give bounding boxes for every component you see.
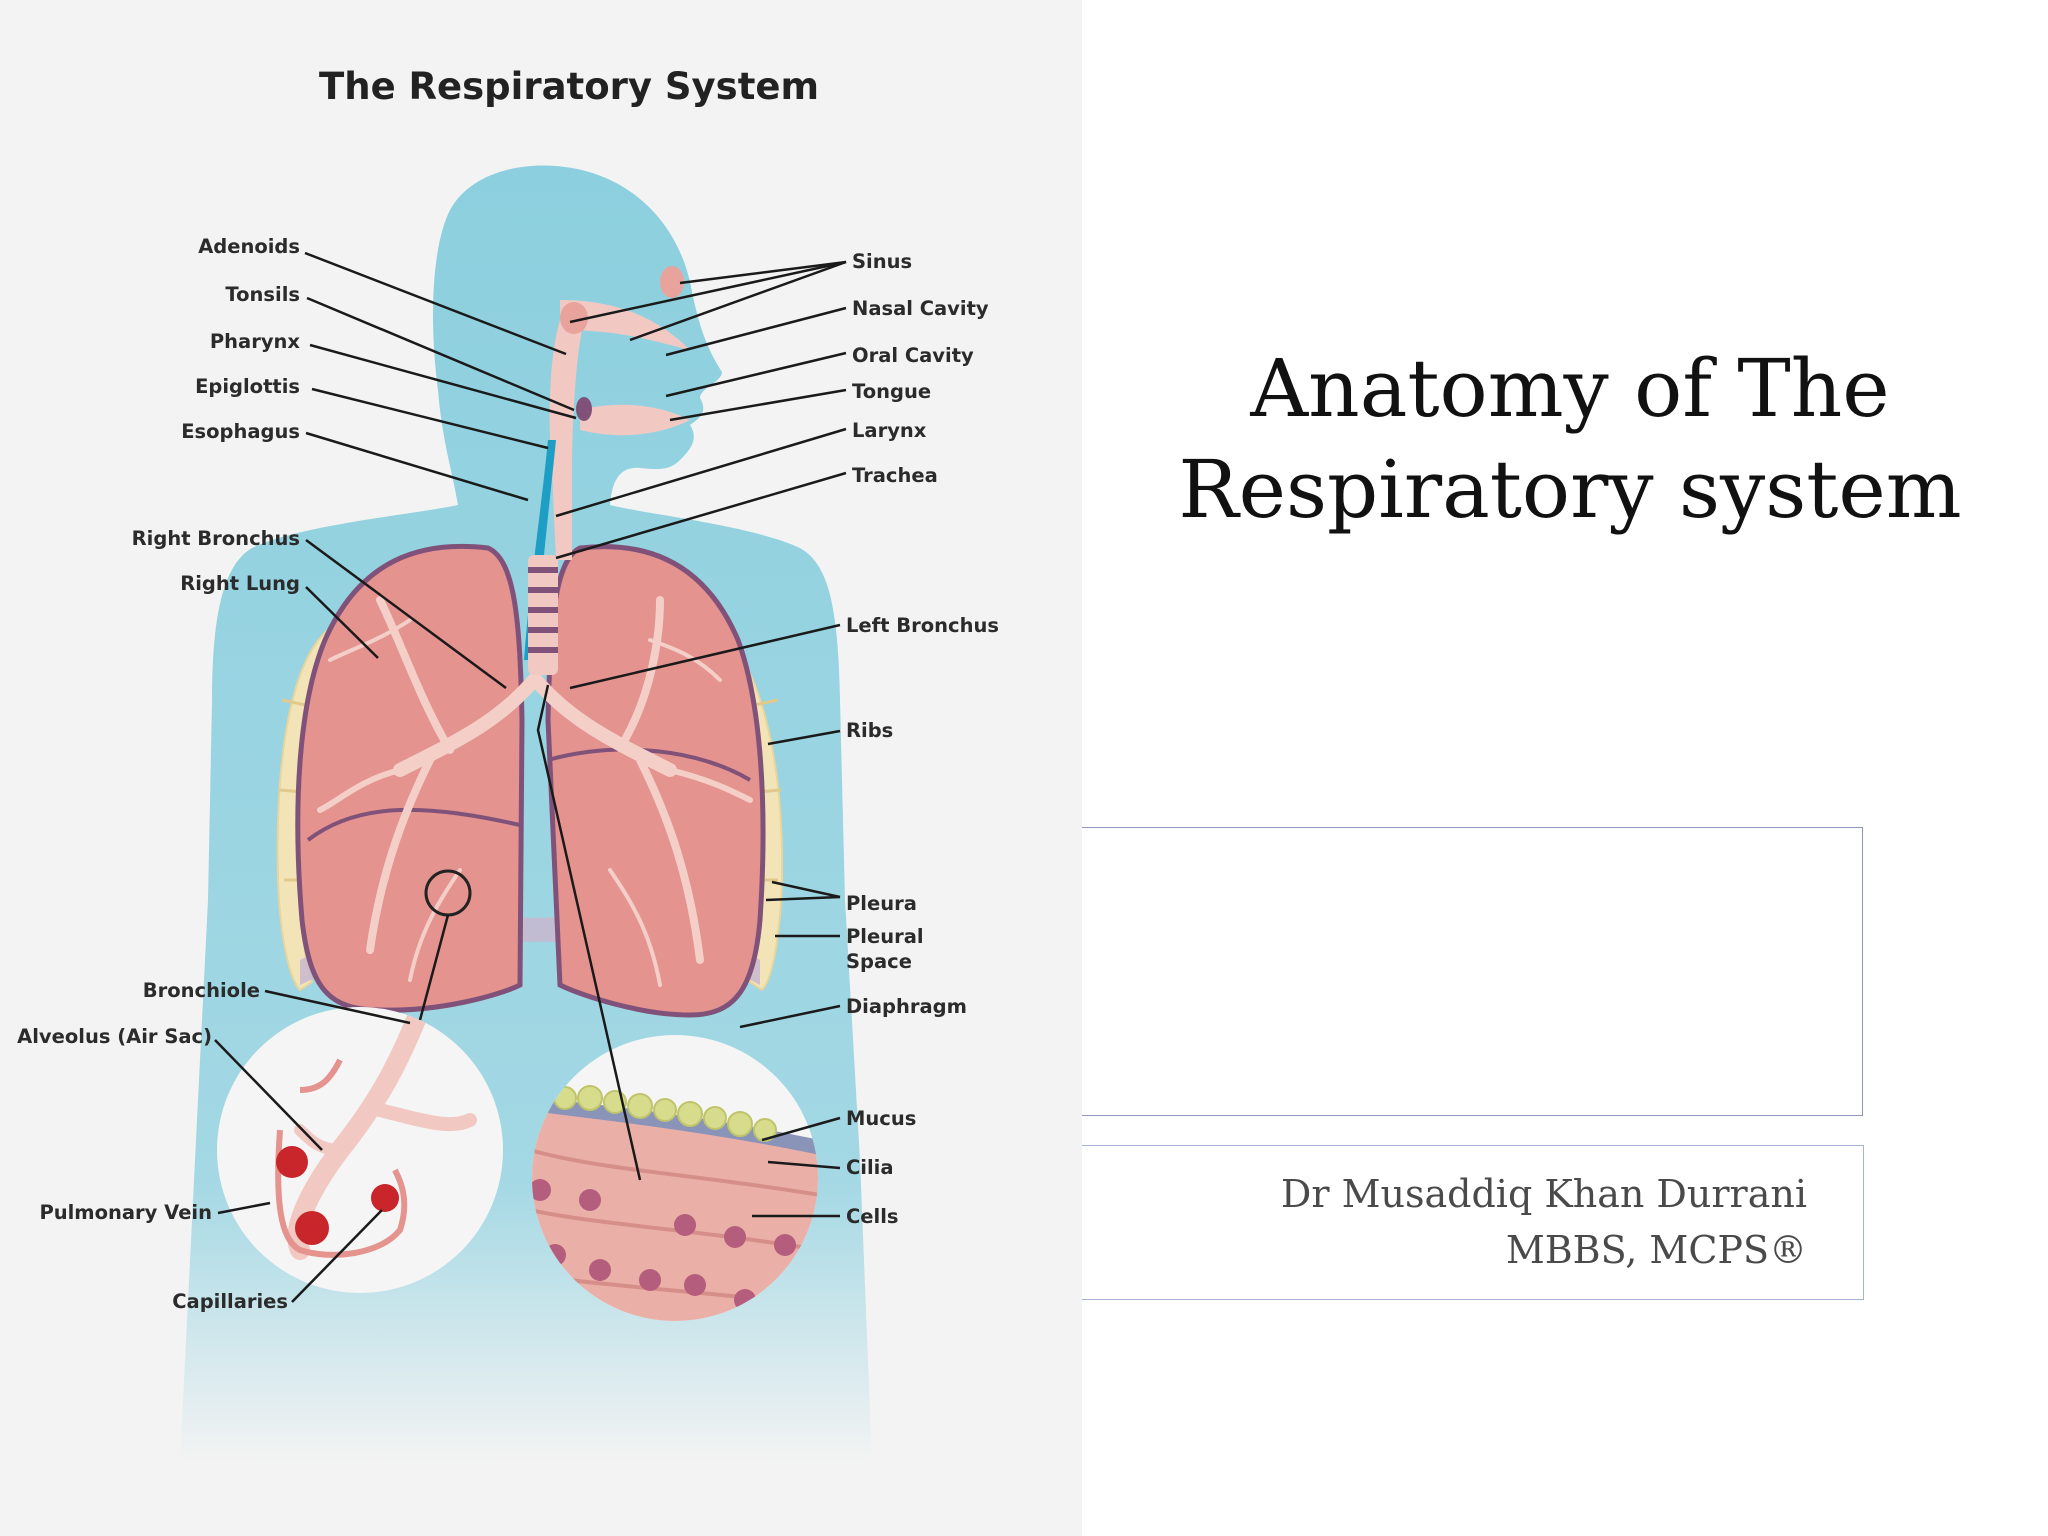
label-alveolus: Alveolus (Air Sac) — [17, 1025, 212, 1048]
label-pleural-space-line2: Space — [846, 950, 912, 973]
diagram-panel: The Respiratory System — [0, 0, 1082, 1536]
label-pharynx: Pharynx — [210, 330, 301, 353]
label-bronchiole: Bronchiole — [143, 979, 260, 1002]
author-box: Dr Musaddiq Khan Durrani MBBS, MCPS® — [1082, 1145, 1864, 1300]
slide-title-line-1: Anatomy of The — [1250, 342, 1890, 435]
author-credentials: MBBS, MCPS® — [1505, 1228, 1807, 1272]
label-epiglottis: Epiglottis — [195, 375, 300, 398]
label-nasal-cavity: Nasal Cavity — [852, 297, 989, 320]
oral-airway — [580, 404, 690, 436]
label-pleura: Pleura — [846, 892, 917, 915]
author-name: Dr Musaddiq Khan Durrani — [1280, 1172, 1807, 1216]
alveolus-inset — [217, 1007, 503, 1293]
label-tonsils: Tonsils — [225, 283, 300, 306]
label-right-bronchus: Right Bronchus — [132, 527, 300, 550]
slide-title: Anatomy of The Respiratory system — [1110, 338, 2030, 540]
label-pulmonary-vein: Pulmonary Vein — [39, 1201, 212, 1224]
airways — [317, 596, 753, 987]
label-diaphragm: Diaphragm — [846, 995, 967, 1018]
label-adenoids: Adenoids — [198, 235, 300, 258]
label-tongue: Tongue — [852, 380, 931, 403]
nasal-airway — [560, 300, 690, 350]
pointer-lines — [214, 251, 847, 1303]
cilia-inset — [532, 1035, 818, 1321]
respiratory-system-diagram: The Respiratory System — [17, 65, 999, 1462]
label-left-bronchus: Left Bronchus — [846, 614, 999, 637]
content-placeholder-box — [1082, 827, 1863, 1116]
label-ribs: Ribs — [846, 719, 893, 742]
label-cilia: Cilia — [846, 1156, 894, 1179]
trachea — [528, 555, 558, 675]
slide-title-line-2: Respiratory system — [1178, 443, 1962, 536]
pharynx-tube — [549, 320, 582, 560]
label-sinus: Sinus — [852, 250, 912, 273]
label-capillaries: Capillaries — [172, 1290, 288, 1313]
author-block: Dr Musaddiq Khan Durrani MBBS, MCPS® — [1281, 1166, 1807, 1278]
label-trachea: Trachea — [852, 464, 938, 487]
label-larynx: Larynx — [852, 419, 927, 442]
tonsil-shape — [576, 397, 592, 421]
label-pleural-space-line1: Pleural — [846, 925, 924, 948]
diagram-title: The Respiratory System — [319, 65, 819, 108]
label-mucus: Mucus — [846, 1107, 916, 1130]
label-cells: Cells — [846, 1205, 899, 1228]
label-esophagus: Esophagus — [181, 420, 300, 443]
label-oral-cavity: Oral Cavity — [852, 344, 974, 367]
sinus-shape — [560, 302, 588, 334]
label-right-lung: Right Lung — [180, 572, 300, 595]
